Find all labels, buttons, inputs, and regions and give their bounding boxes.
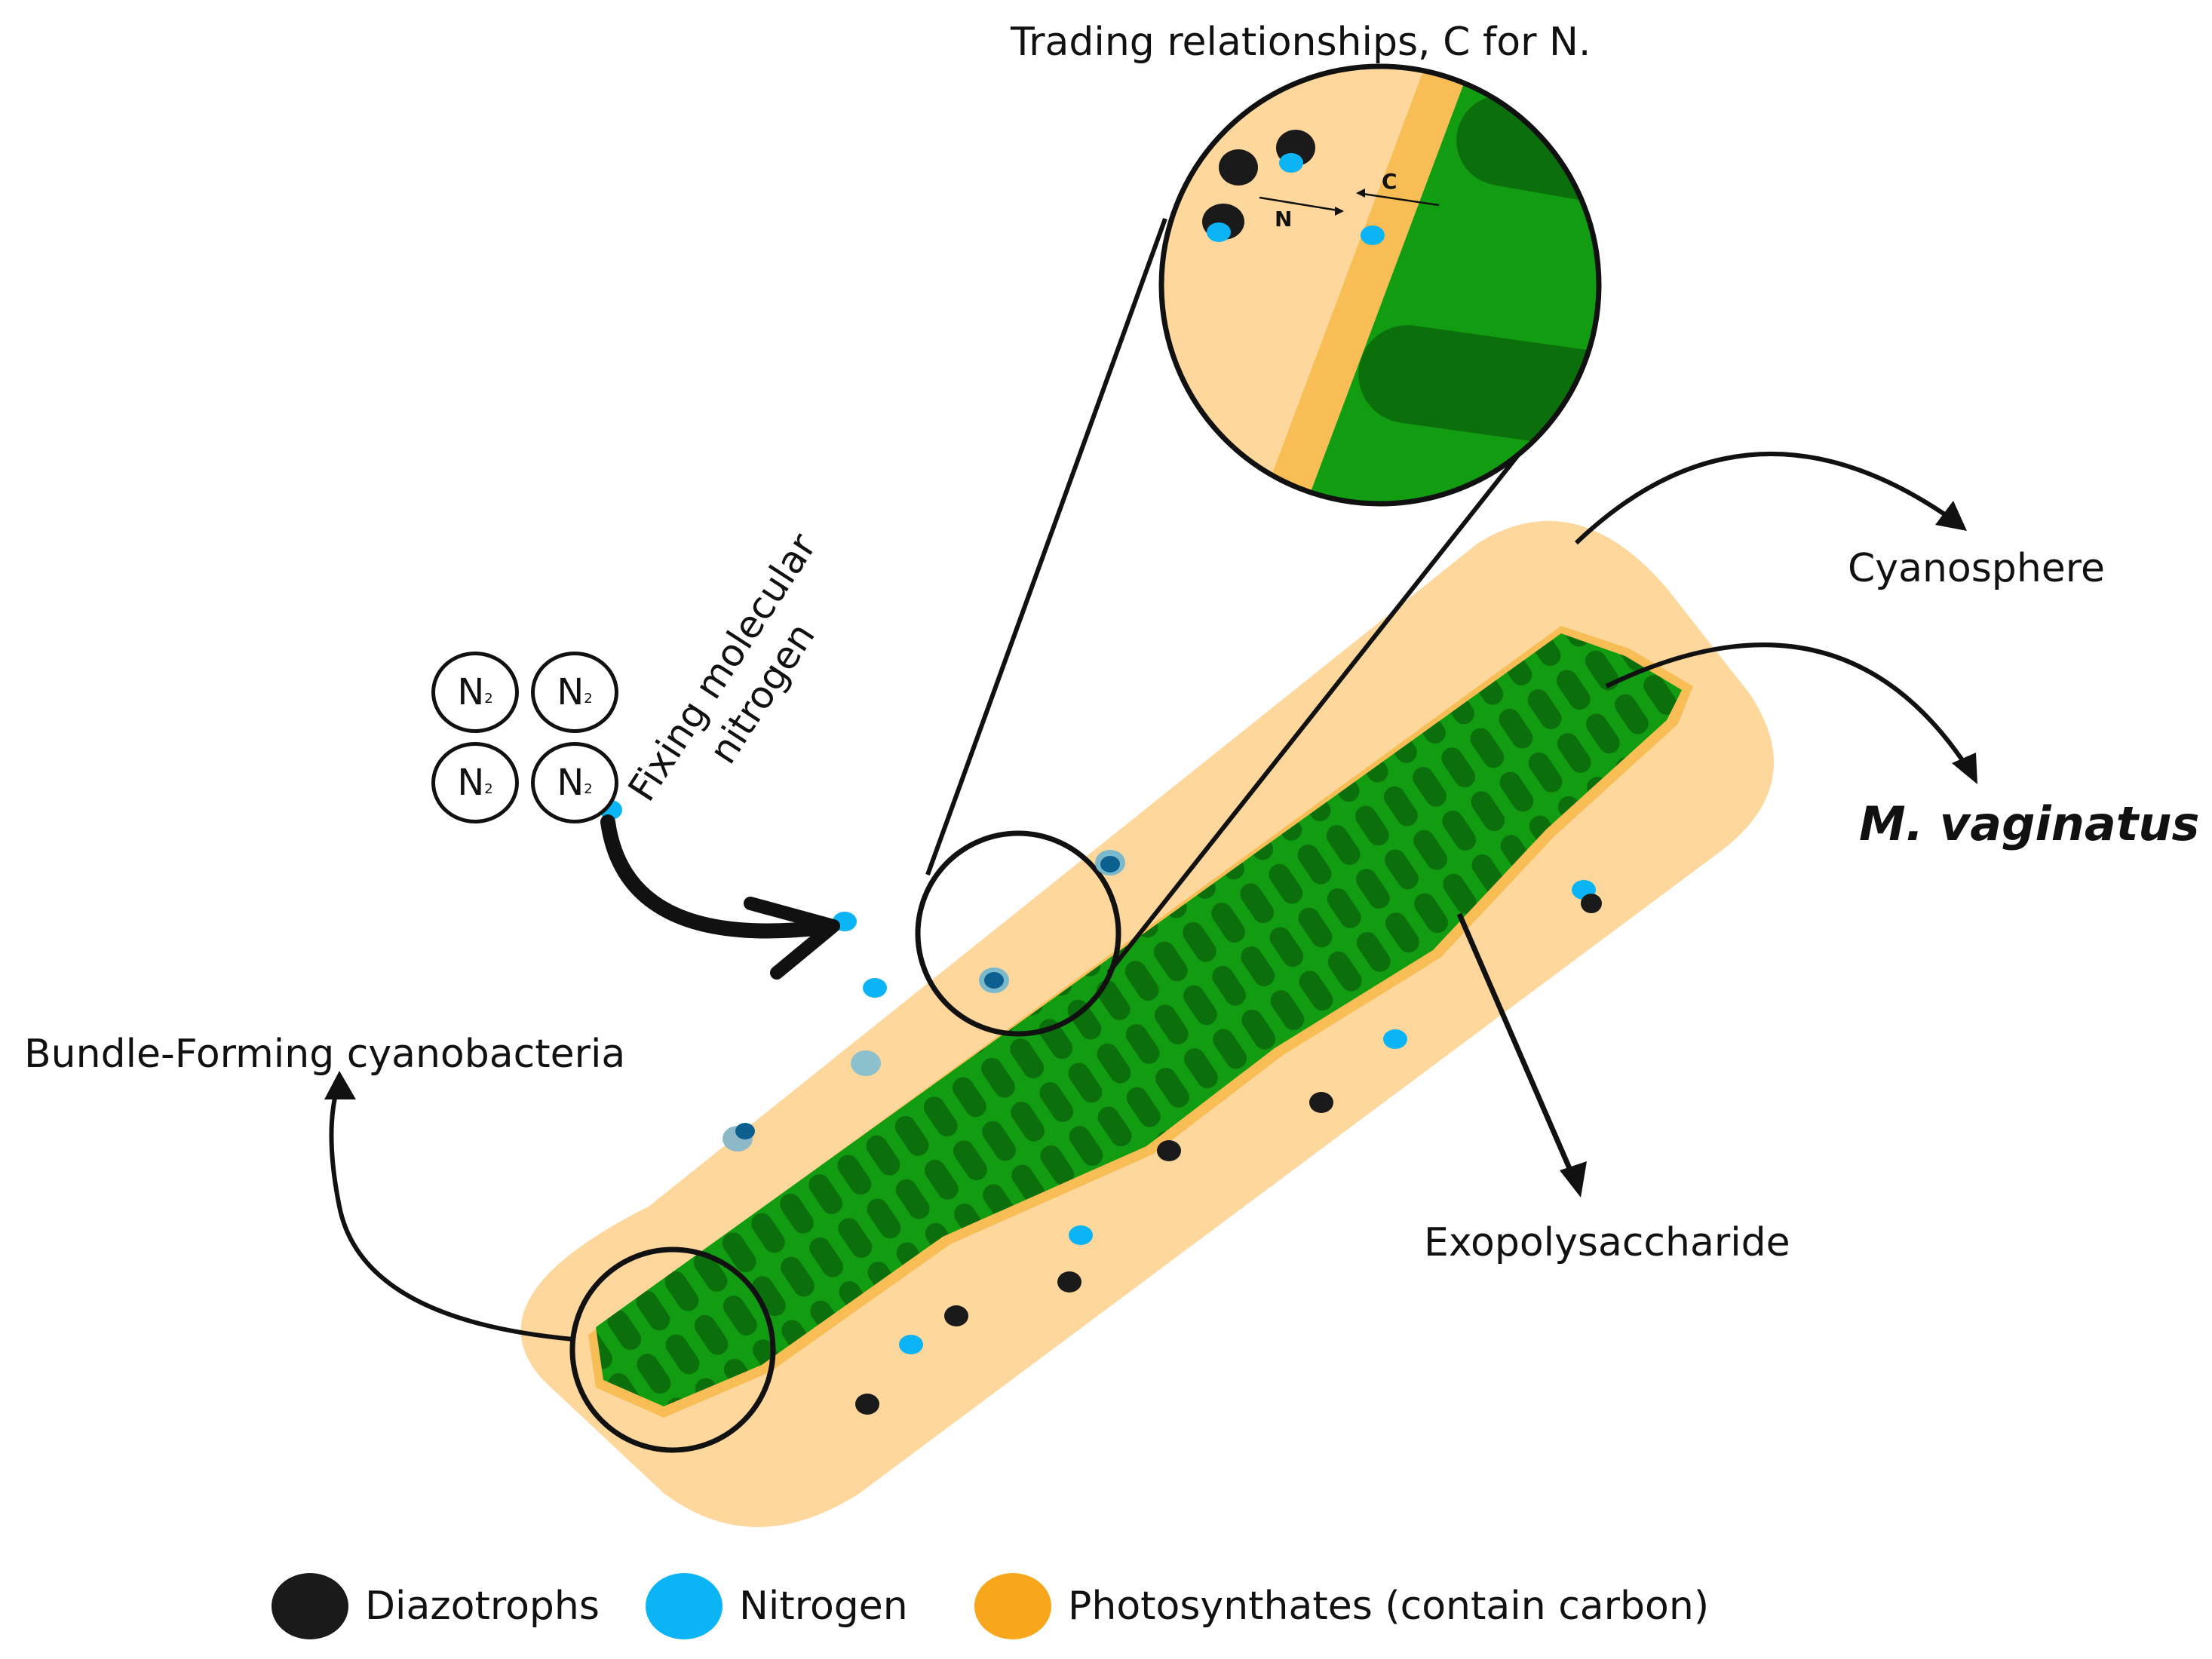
legend-label: Photosynthates (contain carbon) [1068,1584,1710,1629]
species-label: M. vaginatus [1859,796,2200,851]
cyanosphere-label: Cyanosphere [1848,546,2105,591]
bundle-forming-label: Bundle-Forming cyanobacteria [24,1032,626,1077]
n2-base: N [457,671,485,713]
fixation-arrow [600,814,830,939]
zoom-c-label: C [1382,169,1397,194]
legend-label: Diazotrophs [365,1584,600,1629]
n2-subscript: 2 [584,780,593,797]
species-arrow [1605,642,1971,771]
diazotroph-particles [855,894,1602,1415]
n2-base: N [557,671,584,713]
n-arrow [1259,196,1343,213]
trade-region-circle [915,830,1121,1037]
legend-item-photosynthates: Photosynthates (contain carbon) [974,1572,1709,1640]
bundle-arrowhead [324,1071,356,1099]
bundle-region-circle [569,1247,776,1453]
zoom-line-right [1106,394,1567,974]
n2-subscript: 2 [484,780,493,797]
n2-subscript: 2 [484,690,493,707]
cyanosphere-arrow [1574,452,1955,545]
nitrogen-particles [833,880,1596,1354]
legend-item-diazotrophs: Diazotrophs [272,1572,600,1640]
exopolysaccharide-arrow [1456,912,1579,1185]
nitrogen [1207,222,1231,242]
nitrogen [1279,153,1303,173]
exopolysaccharide-arrowhead [1560,1161,1587,1197]
fixation-arrowhead [744,897,840,980]
nitrogen [1361,225,1385,245]
c-arrow [1357,192,1440,207]
diagram-title: Trading relationships, C for N. [1011,20,1591,65]
n2-base: N [457,762,485,804]
legend-swatch [646,1573,723,1639]
zoom-circle [1158,63,1602,507]
legend-swatch [272,1573,348,1639]
legend-swatch [974,1573,1051,1639]
diazotroph [1219,149,1258,186]
species-arrowhead [1952,753,1977,784]
filament [596,633,1682,1406]
n2-subscript: 2 [584,690,593,707]
exopolysaccharide-label: Exopolysaccharide [1424,1220,1790,1265]
absorbed-nitrogen [723,850,1125,1151]
legend-label: Nitrogen [739,1584,908,1629]
n2-base: N [557,762,584,804]
legend-item-nitrogen: Nitrogen [646,1572,908,1640]
bundle-arrow [329,1085,574,1342]
zoom-n-label: N [1275,207,1292,232]
cyanosphere-arrowhead [1935,501,1967,531]
zoom-line-left [925,217,1167,876]
